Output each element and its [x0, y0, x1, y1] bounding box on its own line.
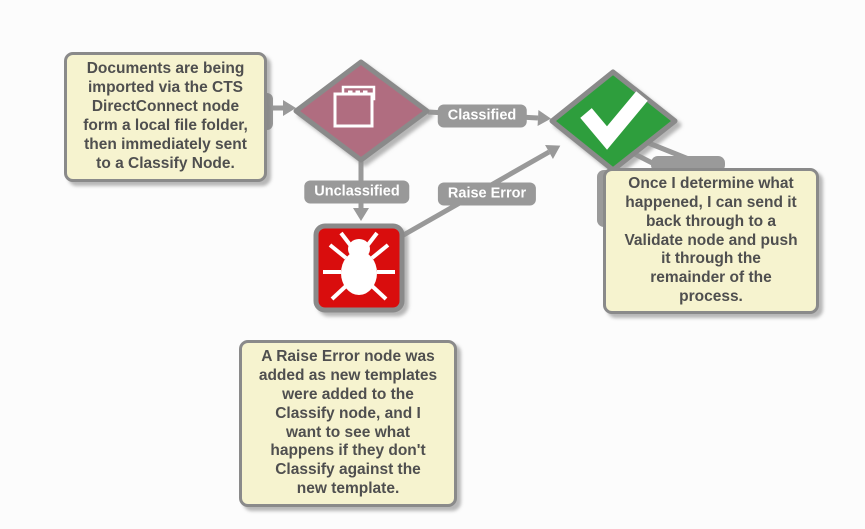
import-note-text: Documents are being imported via the CTS…: [83, 60, 248, 172]
bug-icon: [323, 231, 395, 301]
raise-error-note-text: A Raise Error node was added as new temp…: [258, 347, 438, 498]
arrowhead-icon: [545, 145, 561, 159]
unclassified-edge-label[interactable]: Unclassified: [304, 180, 410, 204]
check-icon: [580, 91, 648, 150]
arrowhead-icon: [283, 100, 296, 116]
success-node[interactable]: [549, 69, 678, 173]
classified-edge-label[interactable]: Classified: [437, 104, 527, 128]
validate-note-text: Once I determine what happened, I can se…: [624, 174, 798, 306]
import-arrow: [266, 100, 296, 116]
classify-node[interactable]: [293, 59, 430, 163]
arrowhead-icon: [353, 208, 369, 221]
validate-note[interactable]: Once I determine what happened, I can se…: [603, 168, 819, 314]
arrowhead-icon: [537, 110, 551, 126]
raise-error-node[interactable]: [313, 223, 405, 313]
raise-error-note[interactable]: A Raise Error node was added as new temp…: [239, 340, 457, 507]
raise-error-edge-label[interactable]: Raise Error: [437, 182, 537, 206]
import-note[interactable]: Documents are being imported via the CTS…: [64, 52, 267, 182]
window-icon: [333, 85, 376, 128]
